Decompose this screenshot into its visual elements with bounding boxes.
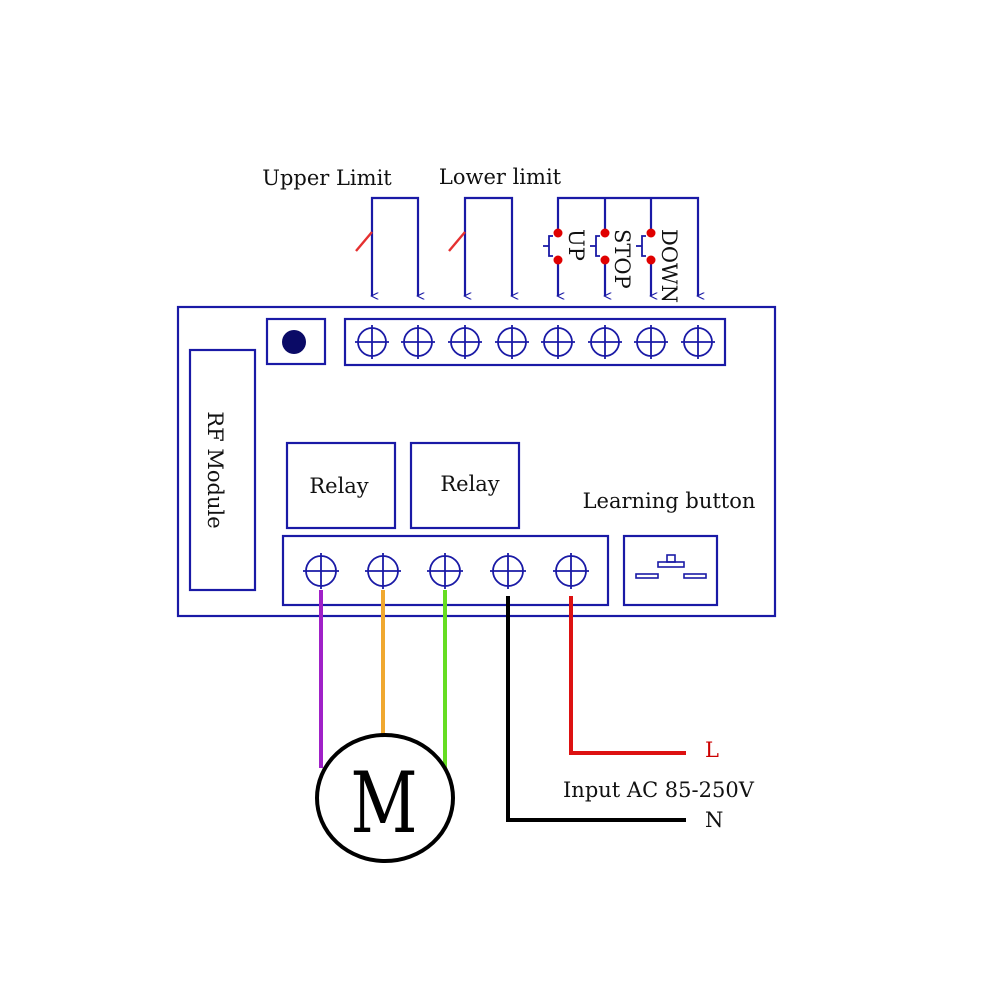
bottom-terminals [303, 553, 589, 589]
controller-board [176, 305, 777, 618]
upper-limit-label: Upper Limit [262, 166, 392, 190]
top-terminal-4 [495, 325, 529, 359]
stop-button [590, 228, 610, 297]
live-label: L [705, 738, 719, 762]
top-terminal-3 [448, 325, 482, 359]
motor: M [315, 733, 455, 863]
top-terminal-7 [634, 325, 668, 359]
wires [319, 590, 686, 822]
lower-limit-label: Lower limit [439, 165, 562, 189]
upper-limit-switch [355, 196, 418, 296]
wire-live [569, 596, 686, 755]
top-terminal-8 [681, 325, 715, 359]
rf-module-label: RF Module [203, 411, 227, 528]
indicator-led [282, 330, 306, 354]
up-label: UP [564, 229, 588, 261]
top-terminal-2 [401, 325, 435, 359]
top-terminal-5 [541, 325, 575, 359]
up-button [543, 228, 563, 297]
relay-1 [285, 441, 397, 530]
bottom-terminal-2 [365, 553, 401, 589]
bottom-terminal-5 [553, 553, 589, 589]
learning-button [622, 534, 719, 607]
indicator-box [265, 317, 327, 366]
motor-label: M [350, 754, 417, 852]
down-button [636, 228, 656, 297]
relay-1-label: Relay [309, 474, 368, 498]
down-label: DOWN [657, 229, 681, 303]
bottom-terminal-1 [303, 553, 339, 589]
learning-button-label: Learning button [583, 489, 756, 513]
pushbutton-wiring [543, 196, 698, 297]
top-terminals [355, 325, 715, 359]
bottom-terminal-4 [490, 553, 526, 589]
top-terminal-block [343, 317, 727, 367]
relay-2 [409, 441, 521, 530]
relay-2-label: Relay [440, 472, 499, 496]
stop-label: STOP [610, 229, 634, 289]
lower-limit-switch [448, 196, 512, 296]
neutral-label: N [705, 808, 723, 832]
top-terminal-6 [588, 325, 622, 359]
input-label: Input AC 85-250V [563, 778, 755, 802]
rf-module [188, 348, 257, 592]
top-terminal-1 [355, 325, 389, 359]
bottom-terminal-3 [427, 553, 463, 589]
wire-neutral [506, 596, 686, 822]
